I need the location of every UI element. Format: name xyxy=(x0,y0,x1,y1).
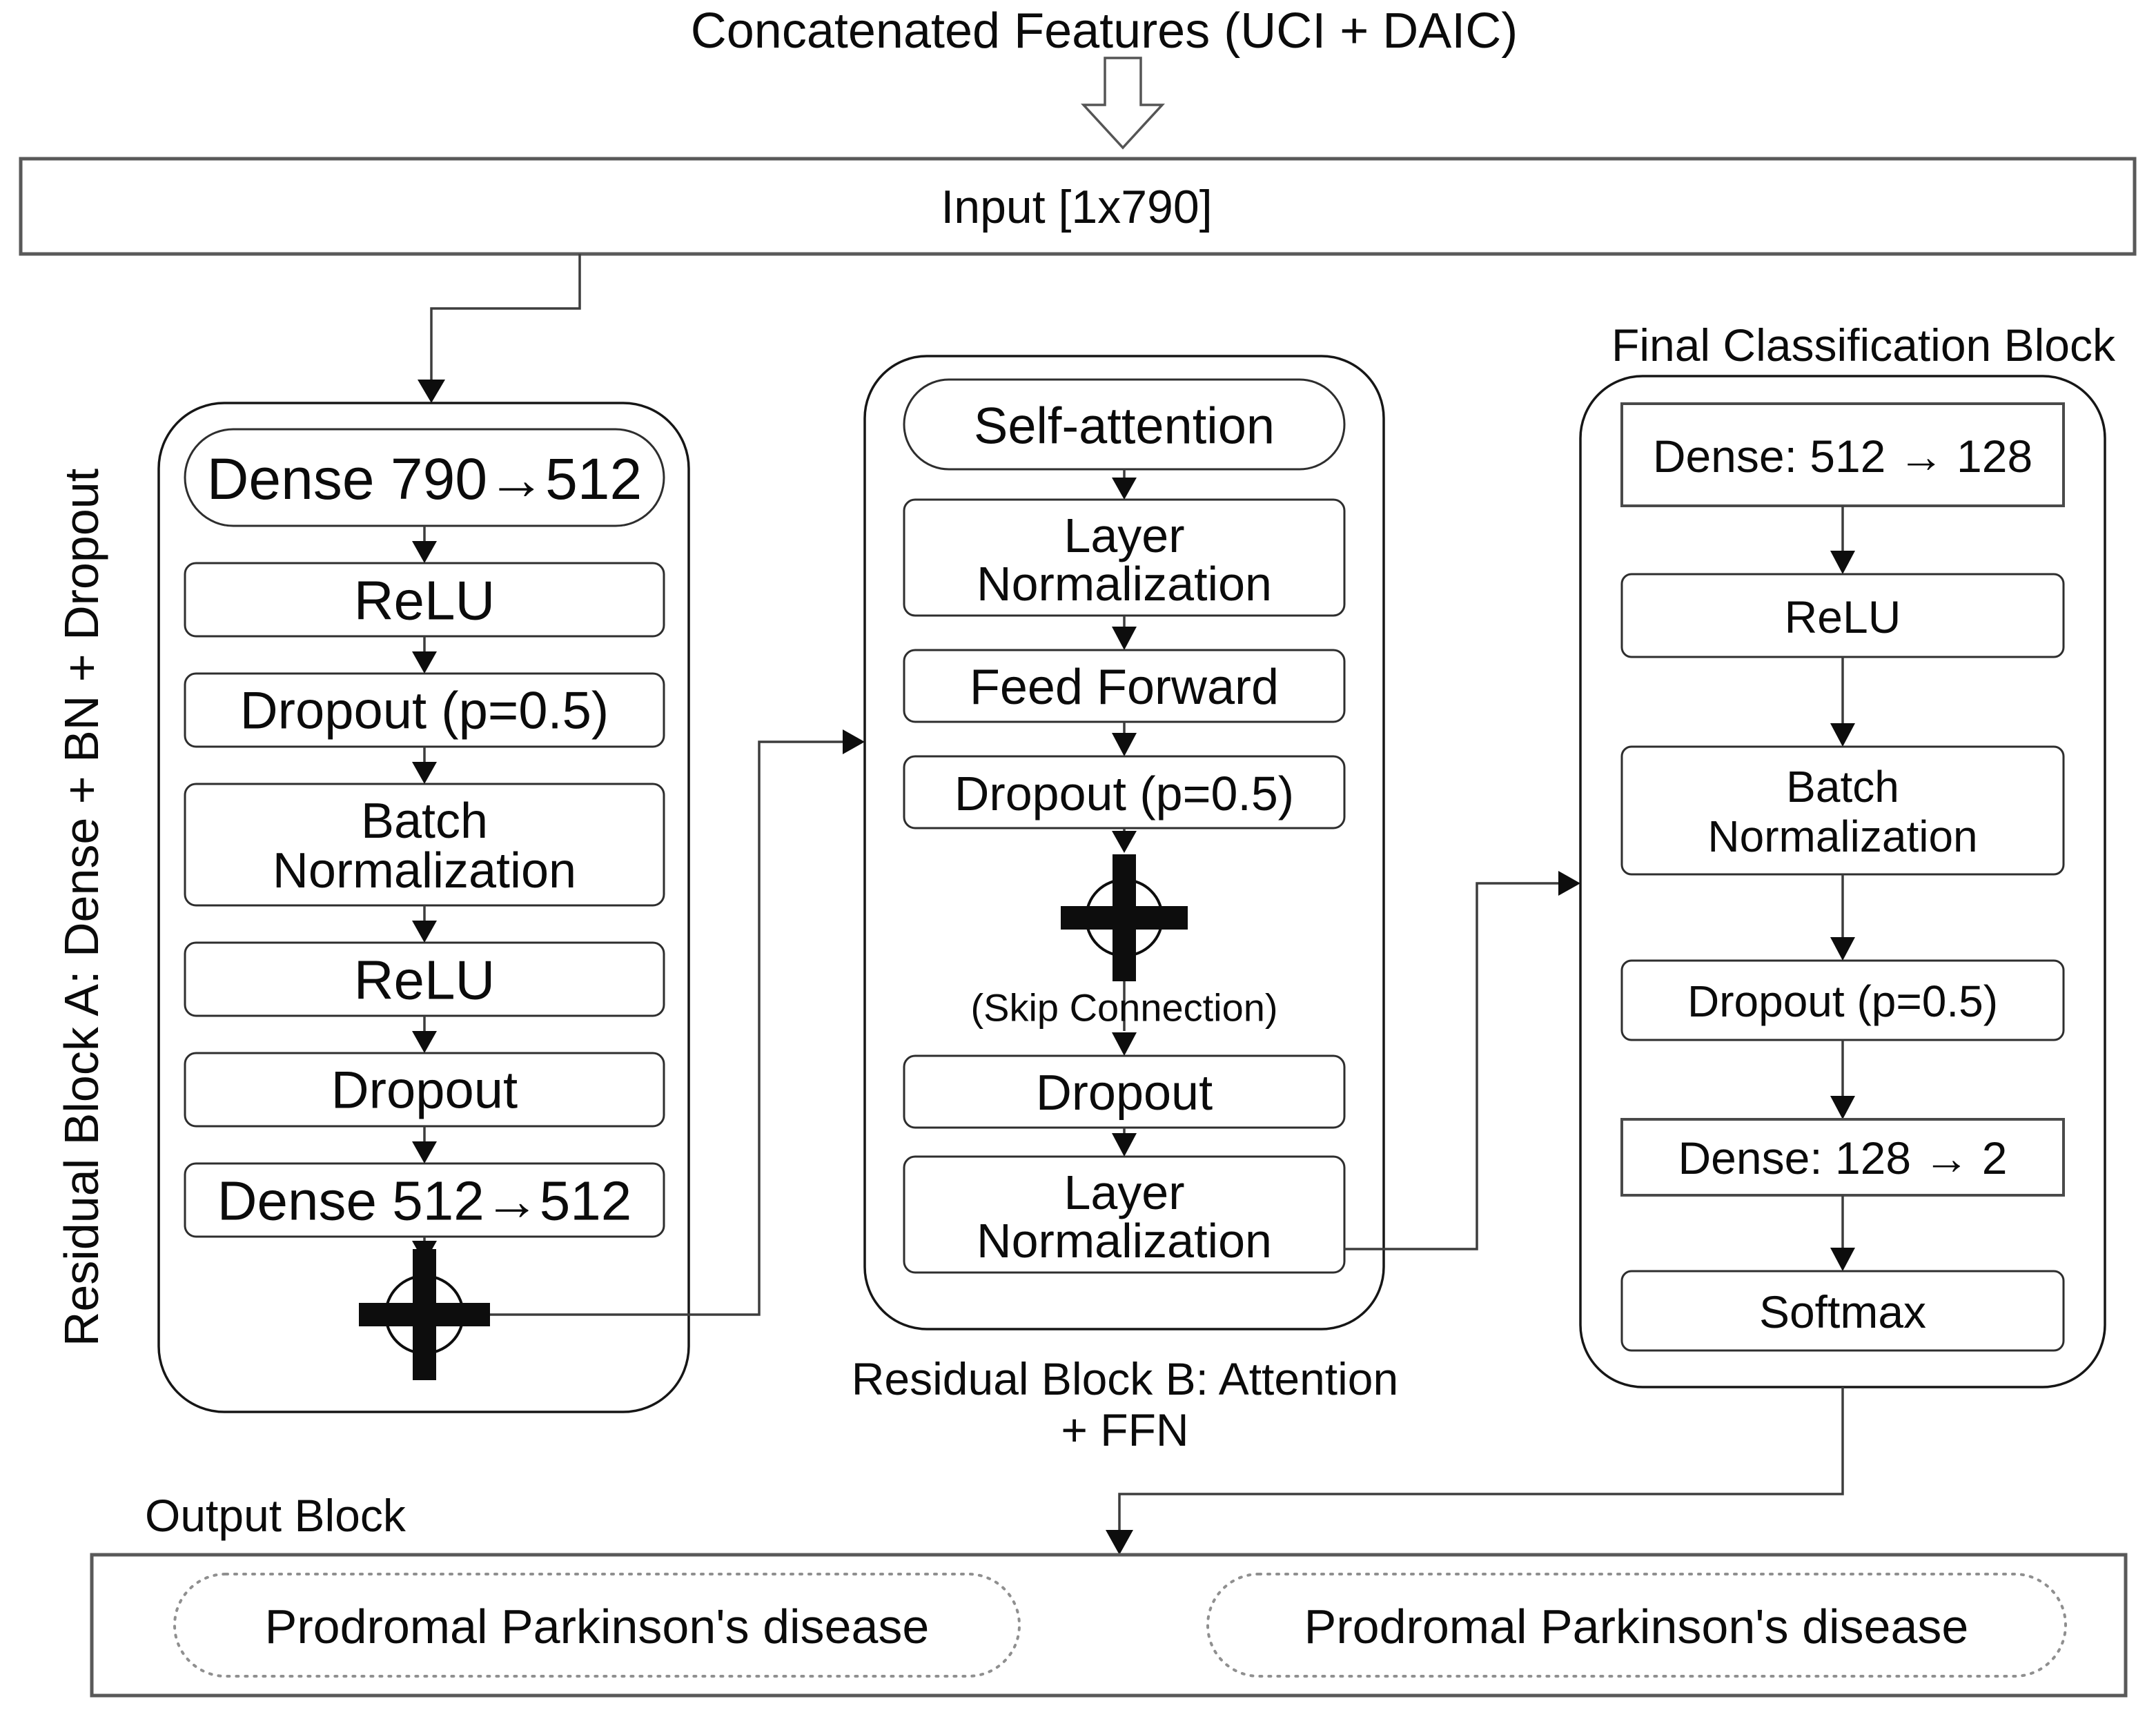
node-dropout-b2-label: Dropout xyxy=(1036,1065,1213,1121)
input-label: Input [1x790] xyxy=(941,181,1212,233)
node-layernorm-b2 xyxy=(903,1155,1346,1274)
node-dense-512-128 xyxy=(1620,402,2065,507)
down-arrow-icon xyxy=(1112,1133,1137,1157)
node-dropout-a2-label: Dropout xyxy=(331,1061,518,1120)
connector-block-c-to-output xyxy=(1118,1387,1844,1531)
sum-node-a-plus-horizontal xyxy=(359,1303,490,1326)
down-arrow-icon xyxy=(418,380,445,403)
down-arrow-icon xyxy=(1106,1530,1133,1555)
node-dense-512-512-label: Dense 512→512 xyxy=(217,1170,631,1232)
down-arrow-icon xyxy=(1830,937,1855,961)
node-relu-c-label: ReLU xyxy=(1785,591,1901,642)
down-arrow-icon xyxy=(1830,1248,1855,1271)
node-softmax-label: Softmax xyxy=(1759,1286,1926,1337)
node-layernorm-b2-label-1: Layer xyxy=(1064,1166,1184,1219)
connector-input-to-block-a xyxy=(430,254,581,381)
block-a-frame xyxy=(157,402,690,1413)
block-b-caption-line1: Residual Block B: Attention xyxy=(852,1353,1398,1404)
node-dropout-b1-label: Dropout (p=0.5) xyxy=(954,767,1294,821)
output-result-right xyxy=(1206,1573,2067,1678)
node-layernorm-b2-label-2: Normalization xyxy=(977,1214,1272,1268)
block-b-frame xyxy=(863,355,1385,1330)
connector-block-b-to-block-c xyxy=(1344,882,1558,1250)
right-arrow-icon xyxy=(1558,871,1580,896)
skip-sum-plus-horizontal xyxy=(1061,906,1188,930)
down-block-arrow-icon xyxy=(1081,57,1165,150)
down-arrow-icon xyxy=(1112,831,1137,853)
down-arrow-icon xyxy=(1112,733,1137,756)
node-dropout-a1-label: Dropout (p=0.5) xyxy=(240,682,609,740)
down-arrow-icon xyxy=(412,762,437,784)
right-arrow-icon xyxy=(843,729,865,754)
down-arrow-icon xyxy=(1830,551,1855,574)
node-relu-a1-label: ReLU xyxy=(354,570,496,631)
down-arrow-icon xyxy=(412,1141,437,1163)
node-batchnorm-c-label-1: Batch xyxy=(1786,762,1899,812)
node-feed-forward-label: Feed Forward xyxy=(970,660,1279,715)
node-relu-a2-label: ReLU xyxy=(354,950,496,1011)
node-dense-128-2-label: Dense: 128 → 2 xyxy=(1678,1132,2008,1183)
down-arrow-icon xyxy=(412,1031,437,1053)
output-result-left xyxy=(173,1573,1021,1678)
block-b-caption-line2: + FFN xyxy=(1061,1404,1188,1455)
down-arrow-icon xyxy=(412,921,437,943)
diagram-title: Concatenated Features (UCI + DAIC) xyxy=(691,3,1518,59)
down-arrow-icon xyxy=(1112,1032,1137,1056)
node-dropout-c-label: Dropout (p=0.5) xyxy=(1687,976,1998,1026)
node-softmax xyxy=(1620,1270,2065,1352)
output-result-left-label: Prodromal Parkinson's disease xyxy=(265,1600,930,1653)
input-box xyxy=(19,157,2137,256)
output-block-caption: Output Block xyxy=(145,1490,406,1541)
node-batchnorm-c-label-2: Normalization xyxy=(1707,812,1977,861)
block-c-title: Final Classification Block xyxy=(1611,320,2116,371)
node-dense-790-512-label: Dense 790→512 xyxy=(207,446,642,511)
node-batchnorm-a-label-2: Normalization xyxy=(273,843,576,898)
connector-block-a-to-block-b xyxy=(490,740,843,1316)
node-batchnorm-a-label-1: Batch xyxy=(361,794,488,849)
down-arrow-icon xyxy=(1830,1096,1855,1119)
node-layernorm-b1-label-2: Normalization xyxy=(977,557,1272,611)
node-self-attention-label: Self-attention xyxy=(974,397,1275,455)
block-a-side-label: Residual Block A: Dense + BN + Dropout xyxy=(55,469,108,1346)
skip-connection-label: (Skip Connection) xyxy=(970,986,1277,1030)
node-layernorm-b1-label-1: Layer xyxy=(1064,509,1184,562)
output-result-right-label: Prodromal Parkinson's disease xyxy=(1304,1600,1969,1653)
down-arrow-icon xyxy=(412,541,437,563)
down-arrow-icon xyxy=(412,651,437,674)
node-dense-128-2 xyxy=(1620,1118,2065,1197)
down-arrow-icon xyxy=(1830,723,1855,747)
down-arrow-icon xyxy=(1112,478,1137,500)
down-arrow-icon xyxy=(1112,627,1137,650)
node-dense-512-128-label: Dense: 512 → 128 xyxy=(1653,431,2032,482)
